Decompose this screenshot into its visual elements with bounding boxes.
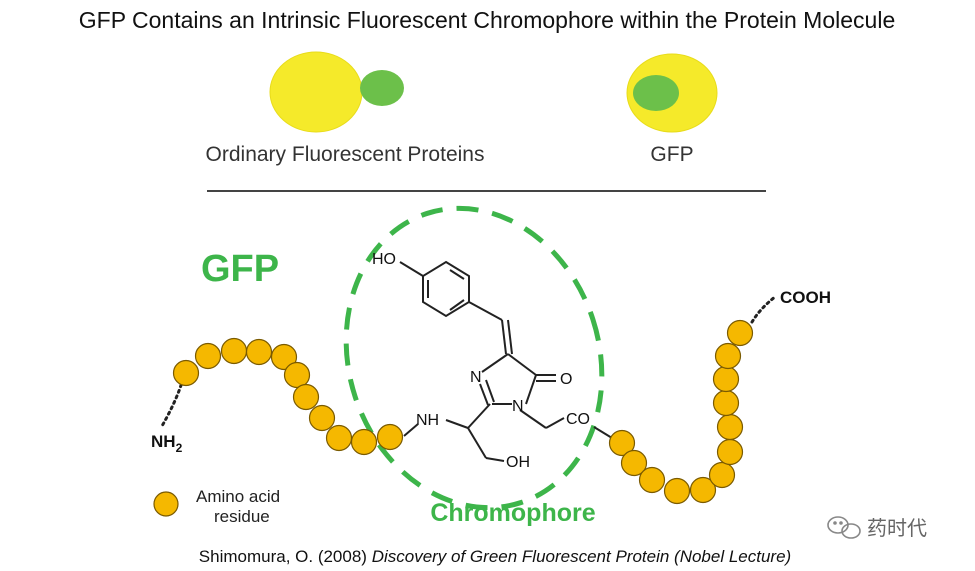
amino-acid-bead	[716, 438, 744, 466]
legend-bead	[153, 491, 179, 517]
wechat-icon	[827, 516, 861, 539]
gfp-protein-illustration	[626, 53, 718, 133]
amino-acid-bead	[292, 383, 320, 411]
chromophore-outline	[343, 205, 605, 511]
ordinary-protein-body	[269, 51, 363, 133]
nh2-label: NH2	[151, 432, 183, 455]
nh2-main: NH	[151, 432, 176, 451]
amino-acid-bead	[376, 423, 404, 451]
amino-acid-bead	[270, 343, 298, 371]
amino-acid-chain	[172, 319, 754, 505]
chem-co: CO	[566, 411, 590, 428]
chem-n-ring: N	[470, 369, 482, 386]
chromophore-structure	[399, 260, 565, 462]
gfp-label: GFP	[650, 143, 693, 166]
ordinary-protein-fluorophore	[360, 70, 404, 106]
gfp-heading: GFP	[201, 248, 279, 290]
amino-acid-bead	[245, 338, 273, 366]
chem-nh: NH	[416, 412, 439, 429]
amino-acid-bead	[708, 461, 736, 489]
amino-acid-bead	[350, 428, 378, 456]
c-terminus-dots	[750, 294, 778, 324]
amino-acid-bead	[620, 449, 648, 477]
citation-prefix: Shimomura, O. (2008)	[199, 547, 372, 566]
legend-line1: Amino acid	[196, 487, 280, 506]
chem-oh: OH	[506, 454, 530, 471]
amino-acid-bead	[325, 424, 353, 452]
amino-acid-bead	[220, 337, 248, 365]
amino-acid-bead	[608, 429, 636, 457]
page-title: GFP Contains an Intrinsic Fluorescent Ch…	[79, 7, 895, 33]
amino-acid-bead	[714, 342, 742, 370]
amino-acid-bead	[712, 389, 740, 417]
watermark-text: 药时代	[867, 517, 927, 540]
amino-acid-bead	[172, 359, 200, 387]
cooh-label: COOH	[780, 288, 831, 307]
gfp-internal-chromophore	[633, 75, 679, 111]
nh2-subscript: 2	[176, 441, 183, 455]
left-chain-bond	[403, 423, 419, 437]
amino-acid-bead	[308, 404, 336, 432]
n-terminus-dots	[160, 377, 185, 428]
chem-ho: HO	[372, 251, 396, 268]
chem-o: O	[560, 371, 572, 388]
chromophore-label: Chromophore	[430, 499, 595, 527]
right-chain-bond	[593, 426, 613, 439]
legend-line2: residue	[214, 507, 270, 526]
amino-acid-bead	[638, 466, 666, 494]
ordinary-proteins-label: Ordinary Fluorescent Proteins	[206, 143, 485, 166]
amino-acid-bead	[716, 413, 744, 441]
citation: Shimomura, O. (2008) Discovery of Green …	[199, 547, 791, 566]
citation-title: Discovery of Green Fluorescent Protein (…	[372, 547, 792, 566]
amino-acid-bead	[689, 476, 717, 504]
amino-acid-bead	[712, 365, 740, 393]
ordinary-protein-illustration	[269, 51, 404, 133]
chem-n-ring2: N	[512, 398, 524, 415]
amino-acid-bead	[194, 342, 222, 370]
amino-acid-bead	[726, 319, 754, 347]
amino-acid-bead	[283, 361, 311, 389]
amino-acid-bead	[663, 477, 691, 505]
